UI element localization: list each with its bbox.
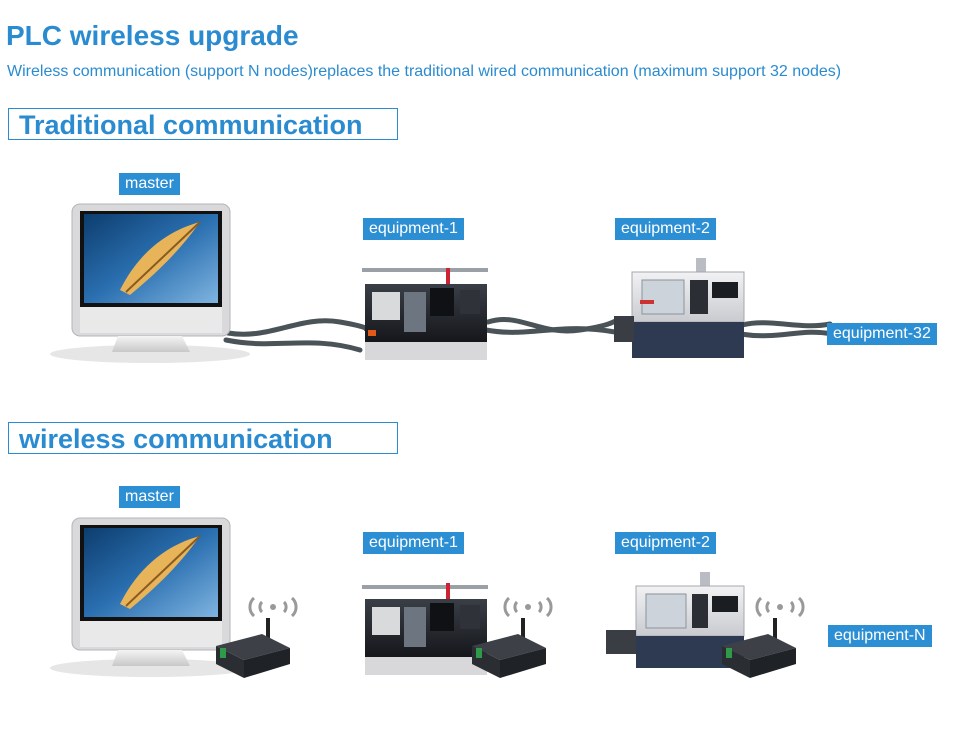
- equipment-32-label: equipment-32: [827, 323, 937, 345]
- wireless-section-title: wireless communication: [19, 424, 333, 454]
- traditional-section-box: Traditional communication: [8, 108, 398, 140]
- master-computer-icon: [50, 203, 250, 363]
- equipment-n-label: equipment-N: [828, 625, 932, 647]
- wireless-section-box: wireless communication: [8, 422, 398, 454]
- wired-cables: [223, 317, 835, 353]
- radio-module-icon-2: [472, 596, 553, 678]
- radio-module-icon-1: [216, 596, 298, 678]
- equipment-1-label: equipment-1: [363, 218, 464, 240]
- lathe-machine-icon: [362, 268, 488, 360]
- equipment-2-label: equipment-2: [615, 218, 716, 240]
- master-computer-icon-wireless: [50, 517, 250, 677]
- master-label: master: [119, 173, 180, 195]
- traditional-section-title: Traditional communication: [19, 110, 363, 140]
- equipment-2-label-wireless: equipment-2: [615, 532, 716, 554]
- master-label-wireless: master: [119, 486, 180, 508]
- page-title: PLC wireless upgrade: [6, 20, 299, 51]
- milling-machine-icon-wireless: [606, 572, 745, 668]
- lathe-machine-icon-wireless: [362, 583, 488, 675]
- milling-machine-icon: [614, 258, 745, 358]
- page-subtitle: Wireless communication (support N nodes)…: [7, 63, 842, 80]
- radio-module-icon-3: [722, 596, 805, 678]
- equipment-1-label-wireless: equipment-1: [363, 532, 464, 554]
